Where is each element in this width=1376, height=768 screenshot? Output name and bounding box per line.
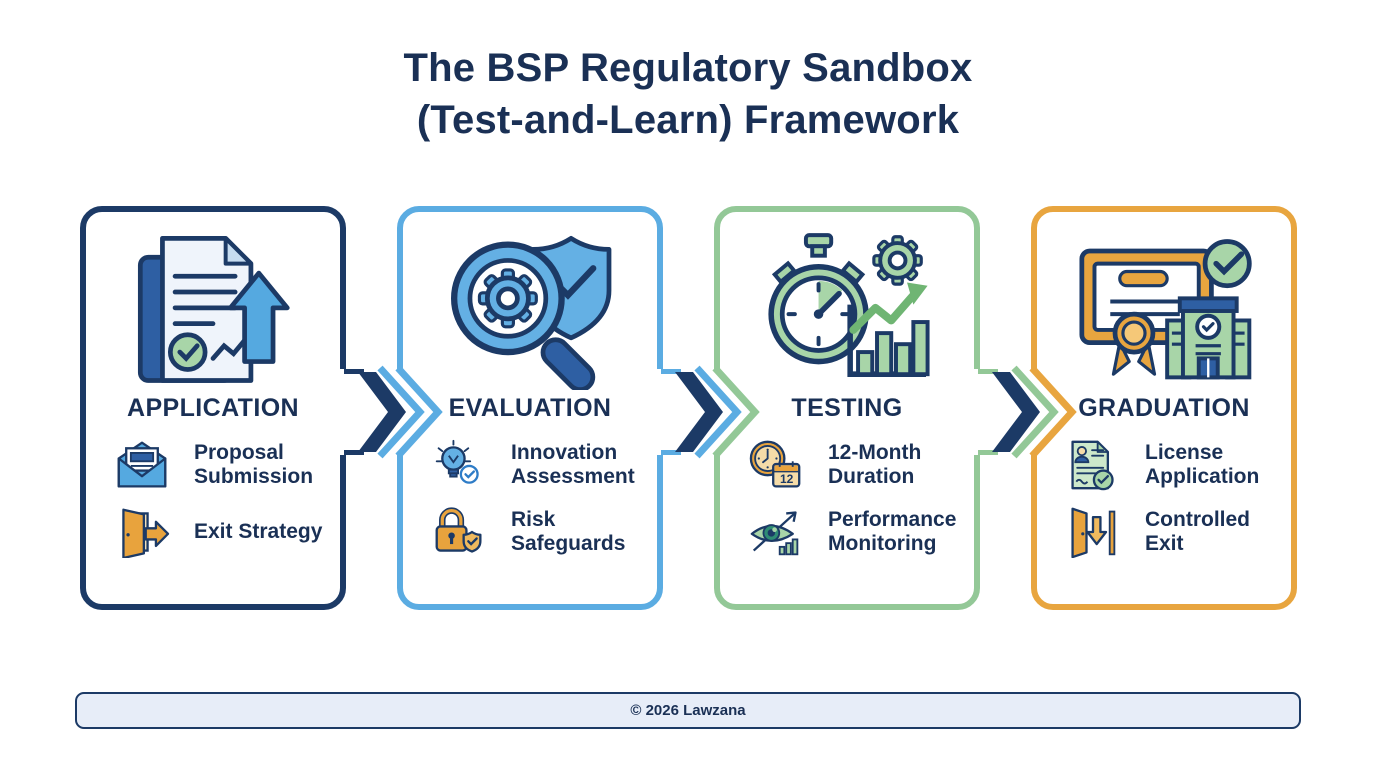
stage-items: Innovation Assessment Risk Safeguards [403,439,657,558]
stopwatch-gear-chart-icon [756,232,938,390]
magnifier-gear-shield-icon [439,232,621,390]
stage-card-evaluation: EVALUATION [397,206,663,610]
page-title: The BSP Regulatory Sandbox (Test-and-Lea… [0,42,1376,146]
item-label: Proposal Submission [194,441,314,488]
license-document-icon [1065,439,1121,491]
envelope-icon [114,439,170,491]
footer-bar: © 2026 Lawzana [75,692,1301,729]
flow-arrow-icon [631,357,761,467]
stage-items: Proposal Submission Exit Strategy [86,439,340,558]
eye-chart-icon [748,506,804,558]
item-label: Controlled Exit [1145,508,1250,555]
stage-item: Innovation Assessment [431,439,657,491]
exit-down-door-icon [1065,506,1121,558]
item-label: Innovation Assessment [511,441,635,488]
title-line-1: The BSP Regulatory Sandbox [403,46,973,90]
stage-card-application: APPLICATION Proposal Submission [80,206,346,610]
title-line-2: (Test-and-Learn) Framework [416,98,960,142]
stage-items: License Application Controlled Exit [1037,439,1291,558]
stage-card-testing: TESTING [714,206,980,610]
flow-arrow-icon [948,357,1078,467]
item-label: License Application [1145,441,1260,488]
stage-items: 12 12-Month Duration [720,439,974,558]
stage-item: Exit Strategy [114,506,340,558]
stage-item: Performance Monitoring [748,506,974,558]
certificate-building-icon [1073,232,1255,390]
item-label: Exit Strategy [194,520,323,544]
exit-door-icon [114,506,170,558]
stage-item: Proposal Submission [114,439,340,491]
flow-arrow-icon [314,357,444,467]
stage-title-graduation: GRADUATION [1078,394,1250,422]
stage-item: 12 12-Month Duration [748,439,974,491]
copyright-text: © 2026 Lawzana [630,702,746,719]
stage-item: Risk Safeguards [431,506,657,558]
stage-title-evaluation: EVALUATION [448,394,612,422]
document-upload-icon [122,232,304,390]
stage-title-application: APPLICATION [127,394,299,422]
item-label: Risk Safeguards [511,508,626,555]
stage-card-graduation: GRADUATION [1031,206,1297,610]
padlock-shield-icon [431,506,487,558]
clock-calendar-icon: 12 [748,439,804,491]
item-label: 12-Month Duration [828,441,922,488]
stage-item: Controlled Exit [1065,506,1291,558]
item-label: Performance Monitoring [828,508,957,555]
stage-item: License Application [1065,439,1291,491]
calendar-badge: 12 [780,472,794,486]
lightbulb-check-icon [431,439,487,491]
stage-title-testing: TESTING [791,394,903,422]
